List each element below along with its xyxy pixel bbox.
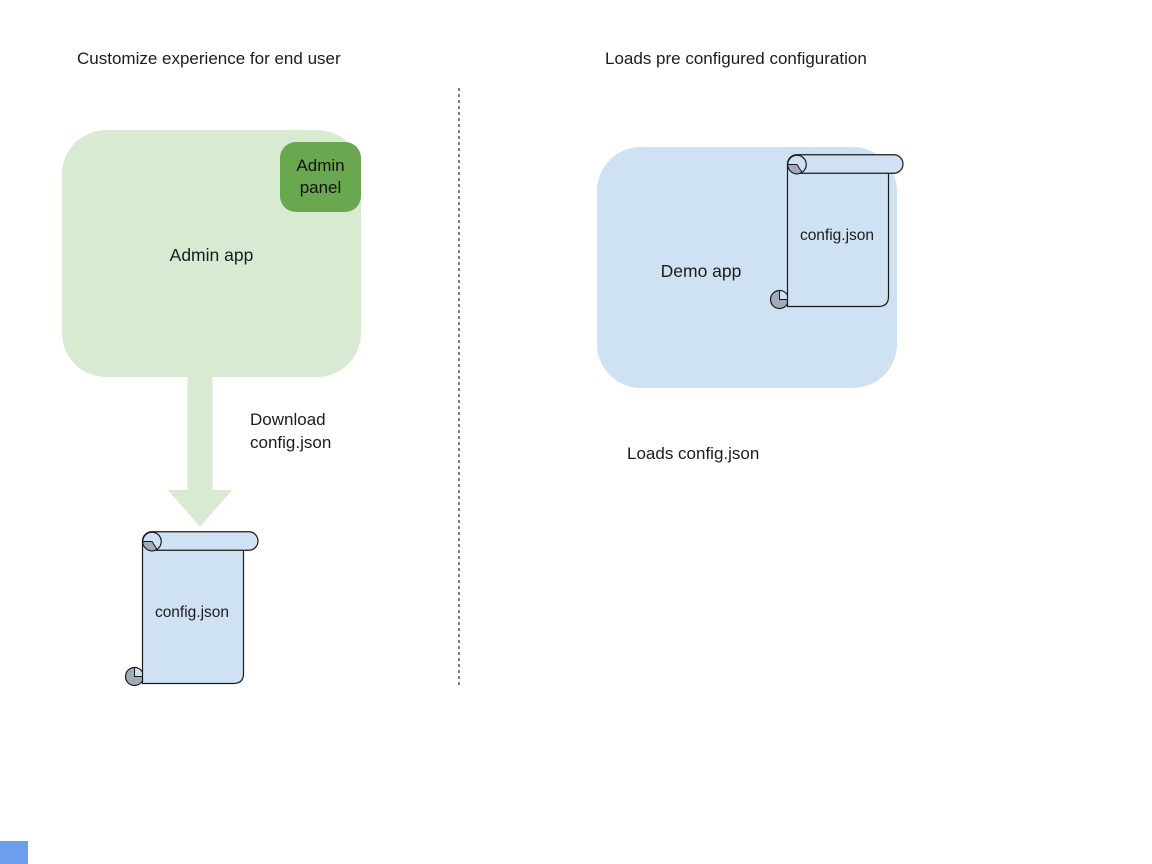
- left-section-title: Customize experience for end user: [77, 49, 341, 68]
- vertical-scroll-icon: [124, 531, 259, 687]
- demo-app-label: Demo app: [660, 261, 742, 281]
- download-config-label: Download config.json: [250, 410, 332, 452]
- config-file-right: config.json: [769, 154, 904, 310]
- corner-blue-square: [0, 841, 28, 864]
- admin-app-label: Admin app: [169, 245, 254, 265]
- download-arrow-icon: [168, 377, 232, 527]
- config-file-left: config.json: [124, 531, 259, 687]
- config-json-label-right: config.json: [799, 227, 875, 244]
- loads-config-label: Loads config.json: [627, 444, 760, 463]
- config-json-label-left: config.json: [154, 604, 230, 621]
- section-divider: [458, 88, 460, 686]
- vertical-scroll-icon: [769, 154, 904, 310]
- admin-panel-box: Admin panel: [280, 142, 361, 212]
- right-section-title: Loads pre configured configuration: [605, 49, 867, 68]
